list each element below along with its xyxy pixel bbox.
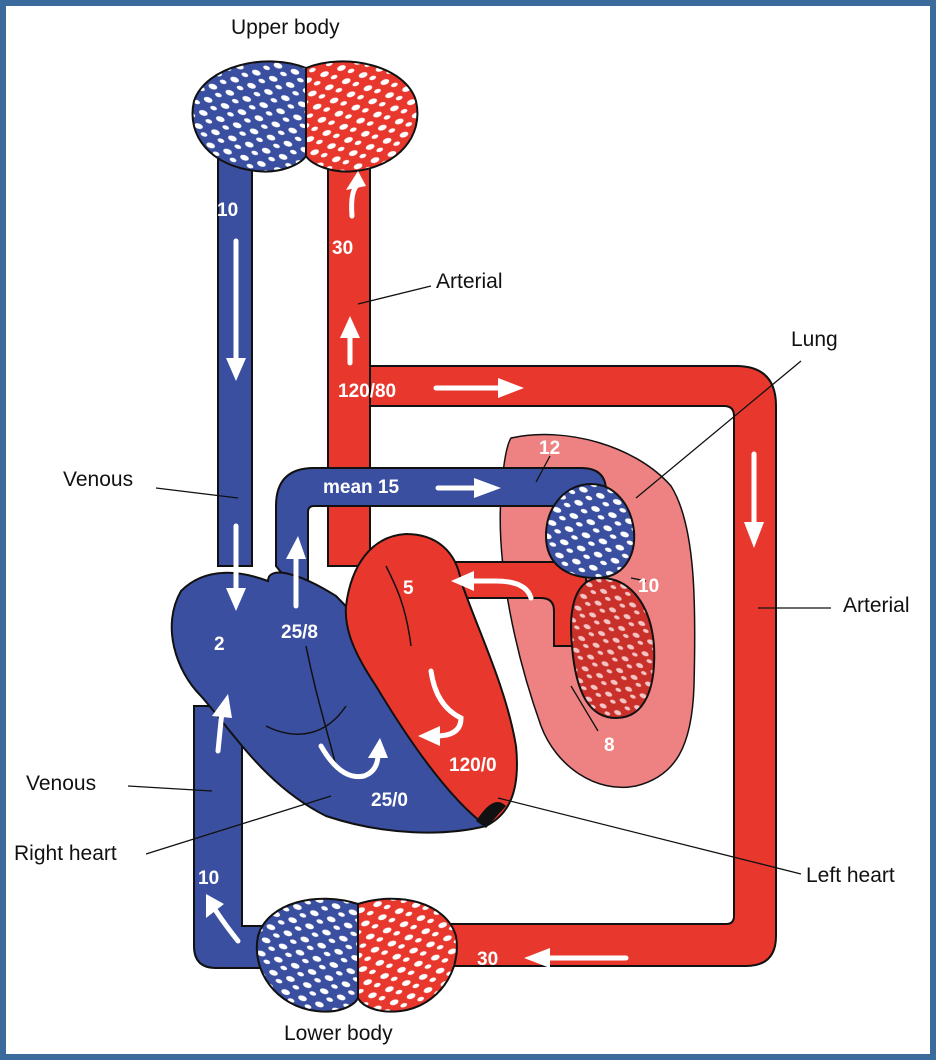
venous-upper-label: Venous	[63, 468, 133, 491]
venous-lower-label: Venous	[26, 772, 96, 795]
pulmonary-artery-vessel	[275, 467, 607, 609]
lung-label: Lung	[791, 328, 838, 351]
pressure-left-ventricle: 120/0	[449, 755, 497, 776]
pressure-aorta: 120/80	[338, 381, 396, 402]
lower-body-label: Lower body	[284, 1022, 393, 1045]
right-heart-label: Right heart	[14, 842, 117, 865]
pressure-pulmonary-capillary-mid: 10	[638, 576, 659, 597]
pressure-pulmonary-artery: mean 15	[323, 477, 399, 498]
circulation-diagram: Upper body Lower body Arterial Lung Veno…	[14, 16, 910, 1045]
lung-capillaries	[544, 482, 656, 720]
pressure-right-ventricle: 25/0	[371, 790, 408, 811]
pressure-upper-venous: 10	[217, 200, 238, 221]
pressure-right-atrium: 2	[214, 634, 225, 655]
pressure-lower-arterial: 30	[477, 949, 498, 970]
flow-arrows	[206, 171, 764, 968]
pressure-right-ventricle-outflow: 25/8	[281, 622, 318, 643]
left-heart-label: Left heart	[806, 864, 895, 887]
upper-body-capillaries	[191, 60, 419, 173]
arterial-right-label: Arterial	[843, 594, 910, 617]
pressure-left-atrium: 5	[403, 578, 414, 599]
pressure-pulmonary-venous: 8	[604, 735, 615, 756]
lower-body-capillaries	[255, 897, 458, 1013]
pressure-pulmonary-capillary-arterial: 12	[539, 438, 560, 459]
upper-body-label: Upper body	[231, 16, 340, 39]
pressure-upper-arterial: 30	[332, 238, 353, 259]
pressure-lower-venous: 10	[198, 868, 219, 889]
arterial-upper-label: Arterial	[436, 270, 503, 293]
leader-lines	[127, 285, 831, 875]
